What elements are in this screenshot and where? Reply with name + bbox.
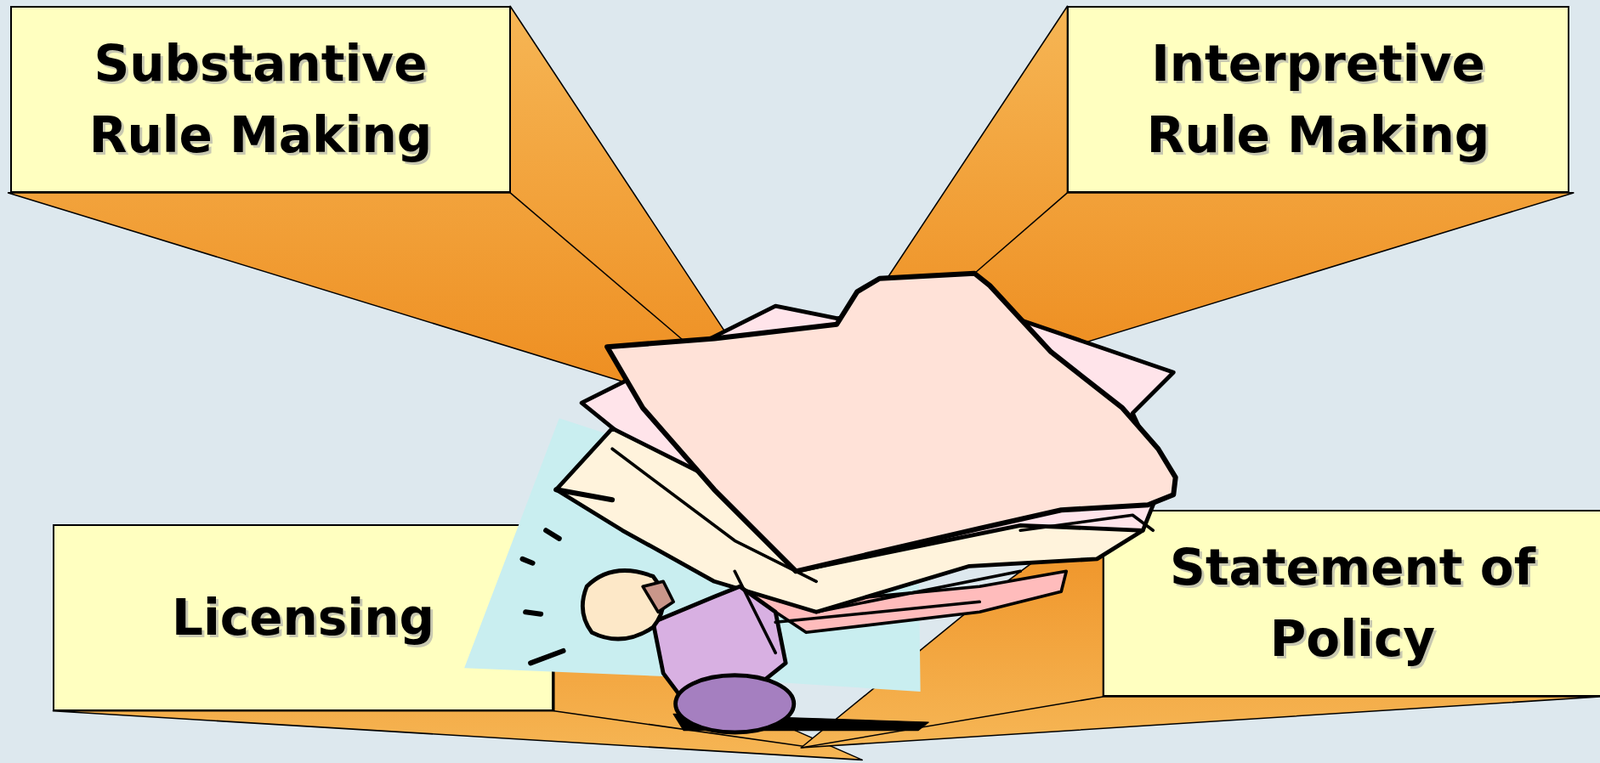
hair	[642, 581, 674, 613]
topic-box: Statement of Policy	[1102, 510, 1600, 698]
body	[675, 675, 795, 733]
arm	[652, 586, 786, 715]
floor-shadow	[673, 714, 929, 731]
box-label: Licensing	[171, 582, 435, 654]
head	[582, 571, 664, 641]
paper-edges	[612, 448, 1153, 653]
top-paper	[607, 273, 1176, 573]
box-label: Statement of Policy	[1138, 532, 1567, 676]
cream-paper	[556, 428, 1143, 613]
motion-lines	[522, 489, 613, 664]
back-paper	[581, 306, 1174, 592]
box-label: Interpretive Rule Making	[1102, 28, 1534, 171]
interpretive-beam	[887, 5, 1574, 353]
box-label: Substantive Rule Making	[45, 28, 476, 171]
topic-box: Licensing	[52, 524, 554, 712]
pink-band	[612, 489, 1067, 633]
blue-sheet	[464, 418, 921, 693]
substantive-beam	[8, 5, 731, 382]
topic-box: Interpretive Rule Making	[1066, 5, 1570, 193]
topic-box: Substantive Rule Making	[10, 5, 511, 193]
